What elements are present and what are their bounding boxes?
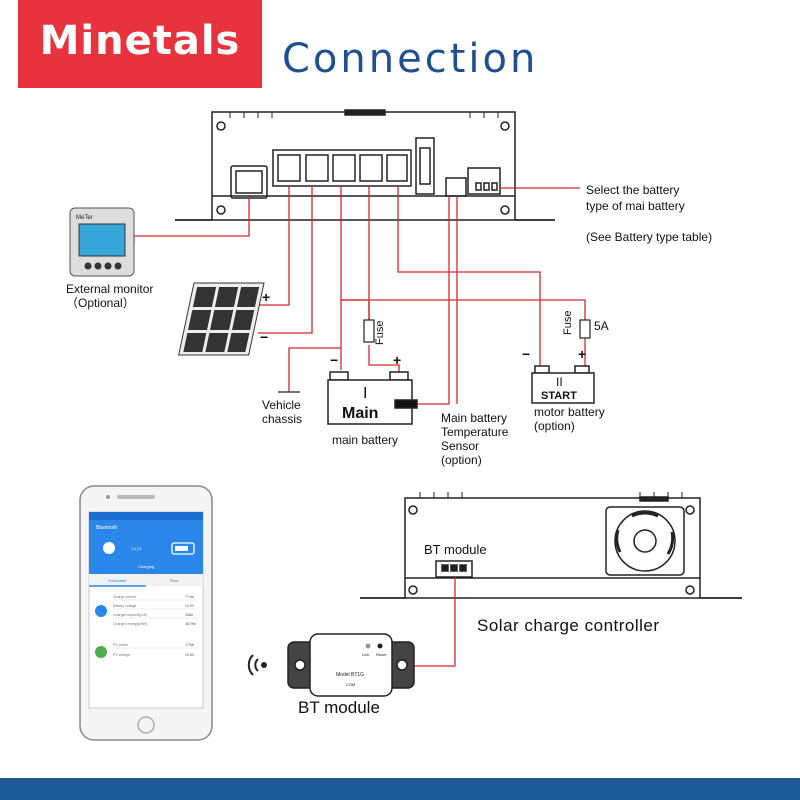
main-battery [327,371,418,425]
phone-row-label: PV voltage [113,653,130,657]
brand-logo-text: Minetals [39,18,241,64]
motor-battery-numeral: II [556,375,563,389]
page-title: Connection [282,36,539,82]
bt-device-reset: Reset [376,652,387,657]
bt-module-top-label: BT module [424,542,487,557]
phone-row-value: 34Ah [185,613,193,617]
phone-status: Charging [138,564,154,569]
phone-row-label: Charge current [113,595,136,599]
smartphone: ›››› [79,485,213,741]
bt-device-model: Model BT1G [336,672,364,678]
phone-row-value: 170W [185,643,195,647]
motor-battery-option: (option) [534,419,575,433]
phone-screen-text: Bluetooth Charging Parameter Error Charg… [96,525,196,657]
fuse-motor-shape [579,319,591,339]
phone-row-label: Charged capacity(AH) [113,613,147,617]
controller-top [175,109,555,221]
phone-row-value: 467Wh [185,622,196,626]
phone-row-value: 77.6A [185,595,195,599]
main-battery-label: main battery [332,433,399,447]
controller-label: Solar charge controller [477,616,660,635]
battery-table-note: (See Battery type table) [586,230,713,244]
phone-row-label: PV power [113,643,129,647]
monitor-brand-text: MeTer [76,215,93,221]
solar-minus-sign: − [260,329,269,345]
motor-plus-sign: + [578,346,587,362]
motor-minus-sign: − [522,346,531,362]
phone-app-title: Bluetooth [96,525,117,531]
external-monitor-optional: （Optional） [66,296,135,310]
fuse-main-shape [363,319,375,343]
external-monitor-label: External monitor [66,282,154,296]
motor-battery-label: motor battery [534,405,605,419]
main-minus-sign: − [330,352,339,368]
wireless-signal-icon [247,654,267,676]
bt-module-bottom-label: BT module [298,698,380,717]
svg-text:››››: ›››› [131,544,142,553]
bt-device-com: COM [346,682,355,687]
phone-row-value: 19.8V [185,653,195,657]
select-battery-line2: type of mai battery [586,199,685,213]
phone-row-label: Charged energy(kWh) [113,622,147,626]
bottom-bar [0,778,800,800]
motor-battery [531,365,595,404]
wires-top [133,186,586,405]
fuse-motor-label: Fuse [562,311,574,335]
chassis-label: chassis [262,412,303,426]
brand-logo: Minetals [18,0,262,88]
bt-module-device: Link Reset Model BT1G COM [287,633,415,697]
main-battery-numeral: I [363,385,367,402]
controller-bottom [360,492,742,599]
motor-battery-text: START [541,390,577,402]
sensor-label-3: Sensor [441,439,480,453]
bt-wire [400,577,456,667]
phone-tab-2[interactable]: Error [170,578,180,583]
main-battery-text: Main [342,405,378,422]
solar-plus-sign: + [262,289,271,305]
solar-panel [178,282,265,356]
bt-device-link: Link [362,652,369,657]
fuse-rating-label: 5A [594,319,609,333]
phone-row-label: Battery voltage [113,604,136,608]
main-plus-sign: + [393,352,402,368]
sensor-label-1: Main battery [441,411,508,425]
external-monitor: MeTer [69,207,135,277]
phone-row-value: 14.0V [185,604,195,608]
select-battery-line1: Select the battery [586,183,680,197]
sensor-label-2: Temperature [441,425,509,439]
phone-tab-1[interactable]: Parameter [108,578,127,583]
vehicle-label: Vehicle [262,398,301,412]
fuse-main-label: Fuse [374,321,386,345]
sensor-label-4: (option) [441,453,482,467]
